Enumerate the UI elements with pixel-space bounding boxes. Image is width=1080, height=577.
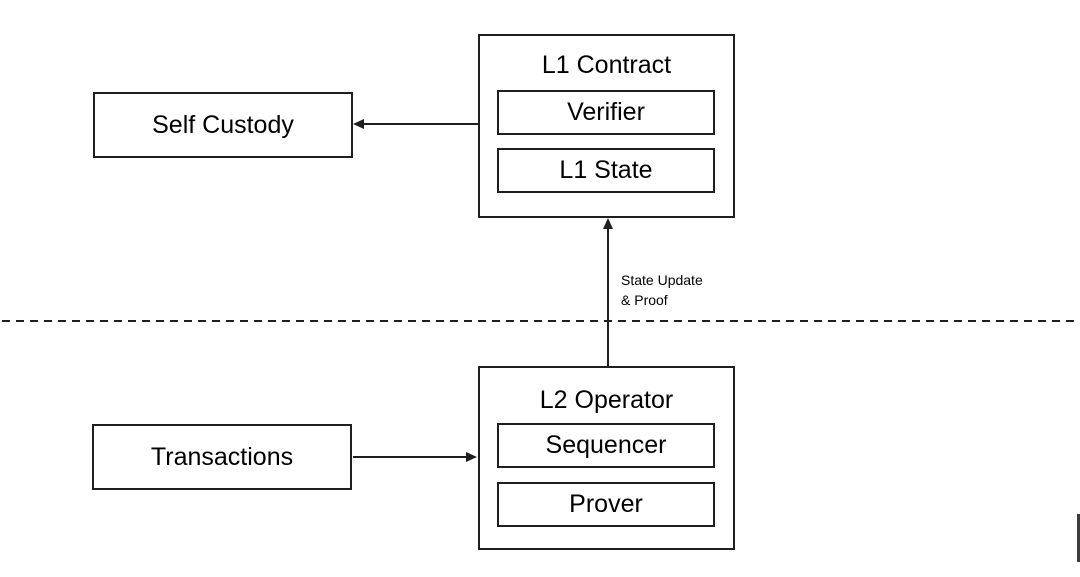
transactions-label: Transactions: [150, 442, 294, 471]
l1-state-label: L1 State: [559, 156, 653, 184]
arrow-line-l2-to-l1: [607, 227, 609, 366]
l1-l2-dashed-separator: [2, 320, 1080, 322]
l1-state-box: L1 State: [497, 148, 715, 193]
self-custody-box: Self Custody: [93, 92, 353, 158]
sequencer-label: Sequencer: [545, 431, 667, 459]
prover-box: Prover: [497, 482, 715, 527]
sequencer-box: Sequencer: [497, 423, 715, 468]
arrow-line-transactions-to-l2: [353, 456, 469, 458]
l2-operator-box: L2 Operator Sequencer Prover: [478, 366, 735, 550]
transactions-box: Transactions: [92, 424, 352, 490]
verifier-label: Verifier: [567, 98, 645, 126]
l1-contract-title: L1 Contract: [541, 51, 672, 79]
l1-contract-box: L1 Contract Verifier L1 State: [478, 34, 735, 218]
arrow-line-l1-to-self-custody: [357, 123, 478, 125]
arrowhead-right-icon: [466, 452, 477, 462]
state-update-proof-label-line2: & Proof: [621, 292, 668, 308]
arrowhead-left-icon: [353, 119, 364, 129]
scrollbar-fragment[interactable]: [1077, 514, 1080, 562]
prover-label: Prover: [569, 490, 643, 518]
self-custody-label: Self Custody: [152, 110, 294, 139]
state-update-proof-label: State Update & Proof: [621, 270, 703, 310]
state-update-proof-label-line1: State Update: [621, 272, 703, 288]
l2-operator-title: L2 Operator: [539, 386, 674, 414]
arrowhead-up-icon: [603, 218, 613, 229]
verifier-box: Verifier: [497, 90, 715, 135]
